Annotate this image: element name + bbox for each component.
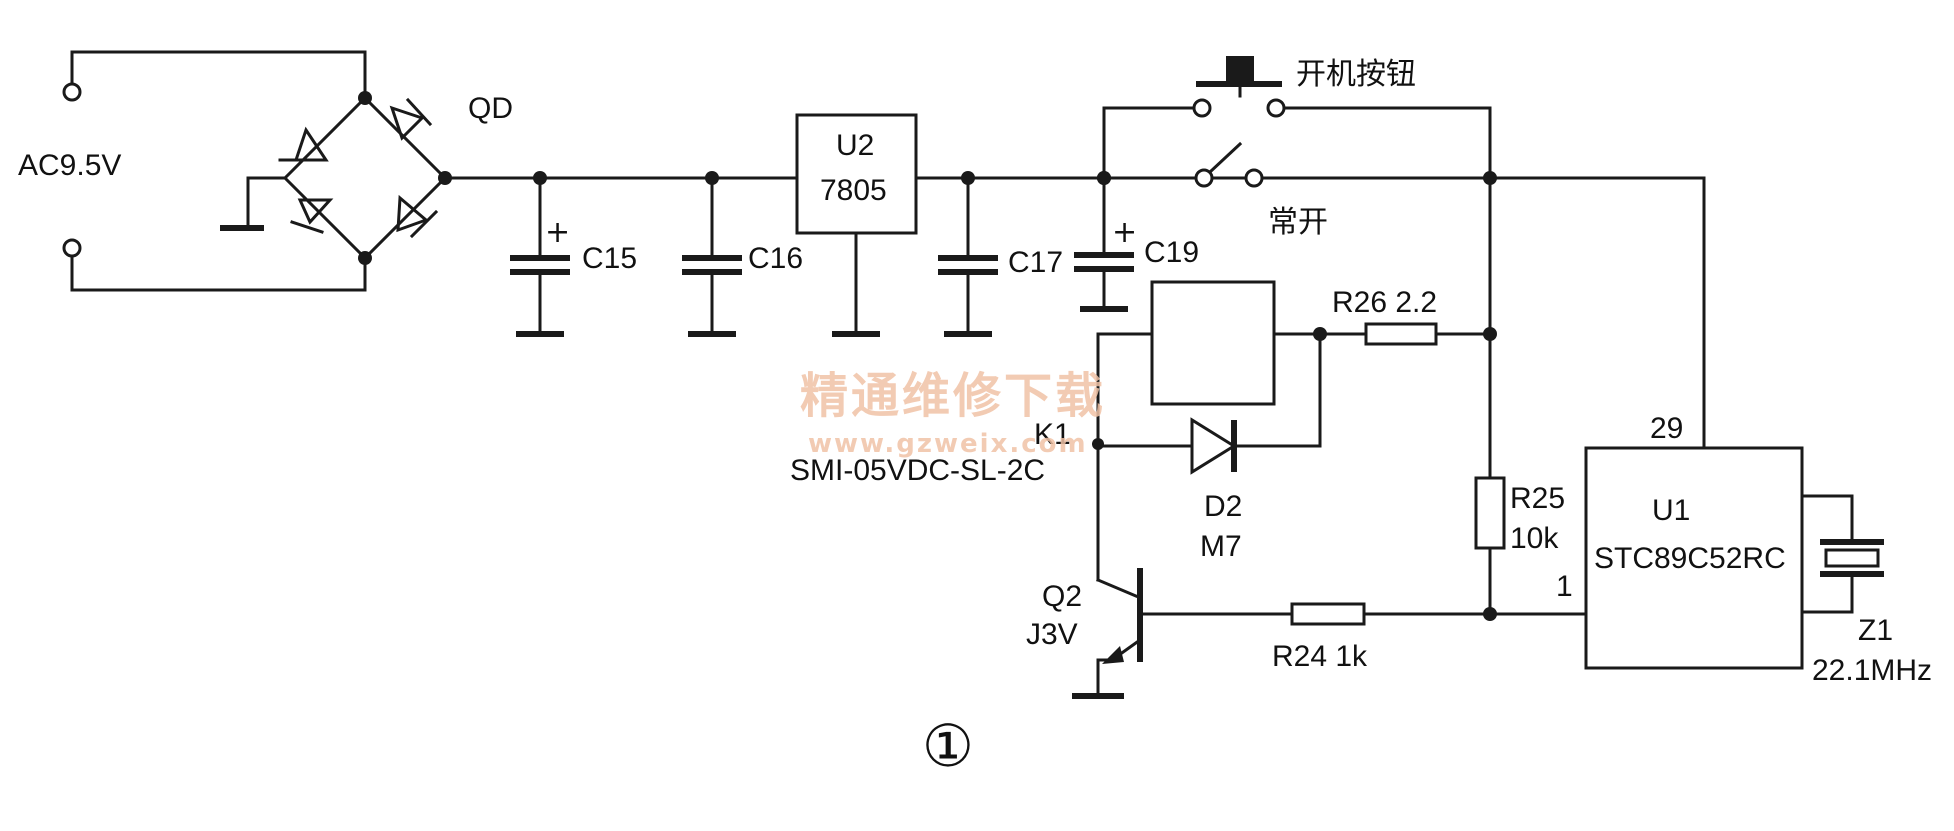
q2-ref: Q2	[1042, 580, 1082, 613]
bridge-diode-2	[389, 97, 433, 141]
relay-ref: K1	[1034, 418, 1071, 451]
crystal-z1: Z1 22.1MHz	[1800, 494, 1932, 687]
r25-ref: R25	[1510, 482, 1565, 515]
power-button: 开机按钮	[1102, 56, 1492, 180]
d2-ref: D2	[1204, 490, 1242, 523]
watermark-url: www.gzweix.com	[808, 429, 1088, 459]
u2-ref: U2	[836, 129, 874, 162]
watermark-text: 精通维修下载	[800, 368, 1106, 424]
figure-number: ①	[922, 712, 974, 780]
normally-open-label: 常开	[1268, 205, 1328, 240]
capacitor-c16: C16	[682, 171, 803, 337]
power-button-label: 开机按钮	[1296, 57, 1416, 92]
regulator-u2: U2 7805	[795, 113, 918, 337]
resistor-r25: R25 10k	[1474, 476, 1565, 621]
capacitor-c19: + C19	[1074, 171, 1199, 312]
mcu-u1: U1 STC89C52RC 29 1	[1488, 412, 1804, 670]
c17-label: C17	[1008, 246, 1063, 279]
c15-label: C15	[582, 242, 637, 275]
resistor-r24: R24 1k	[1138, 602, 1492, 673]
r26-label: R26 2.2	[1332, 286, 1437, 319]
bridge-diode-1	[293, 126, 329, 162]
bridge-diode-4	[396, 194, 439, 239]
pin1-label: 1	[1556, 570, 1573, 603]
watermark: 精通维修下载 www.gzweix.com	[800, 368, 1106, 459]
d2-part: M7	[1200, 530, 1242, 563]
u1-part: STC89C52RC	[1594, 542, 1786, 575]
r25-value: 10k	[1510, 522, 1559, 555]
ac-input-label: AC9.5V	[18, 149, 121, 182]
c19-plus: +	[1112, 215, 1137, 250]
c15-plus: +	[545, 215, 570, 250]
r24-label: R24 1k	[1272, 640, 1368, 673]
capacitor-c17: C17	[938, 171, 1063, 337]
resistor-r26: R26 2.2	[1313, 286, 1497, 346]
bridge-label: QD	[468, 92, 513, 125]
diode-d2: D2 M7	[1096, 332, 1322, 563]
wire-to-pin29	[1488, 176, 1706, 450]
capacitor-c15: + C15	[510, 171, 637, 337]
relay-k1: K1 SMI-05VDC-SL-2C	[790, 280, 1322, 487]
bridge-diode-3	[290, 198, 334, 234]
u1-ref: U1	[1652, 494, 1690, 527]
relay-part: SMI-05VDC-SL-2C	[790, 454, 1045, 487]
u2-part: 7805	[820, 174, 887, 207]
q2-part: J3V	[1026, 618, 1078, 651]
c16-label: C16	[748, 242, 803, 275]
relay-contact-normally-open: 常开	[1102, 141, 1492, 240]
z1-value: 22.1MHz	[1812, 654, 1932, 687]
c19-label: C19	[1144, 236, 1199, 269]
pin29-label: 29	[1650, 412, 1683, 445]
z1-ref: Z1	[1858, 614, 1893, 647]
ac-input: AC9.5V	[18, 50, 367, 292]
